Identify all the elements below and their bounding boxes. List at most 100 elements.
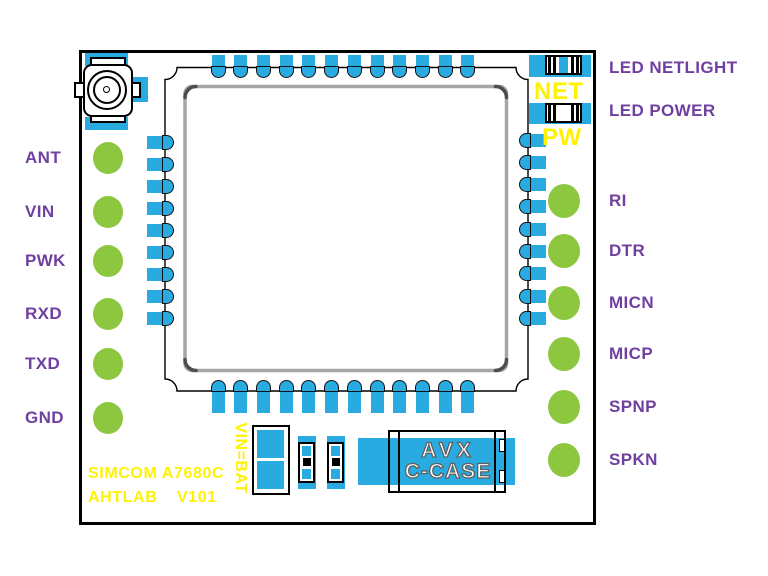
pin-label-ri: RI [609,191,627,210]
netlight-led-body [545,55,582,75]
module-pin-right-4 [529,200,546,214]
led-label-power: LED POWER [609,101,716,120]
jumper-pad-bottom [257,461,284,489]
module-pin-left-cup-6 [162,244,174,260]
through-hole-pad-ri [548,184,580,218]
antenna-center-pin [103,86,110,93]
capacitor-right-terminal-line [494,432,496,491]
module-pin-bottom-2 [234,390,248,413]
module-pin-bottom-cup-8 [369,380,385,392]
pin-label-rxd: RXD [25,304,63,323]
module-pin-top-cup-10 [414,66,430,78]
module-pin-top-cup-2 [233,66,249,78]
module-pin-bottom-1 [211,390,225,413]
jumper-pad-top [257,430,284,458]
module-pin-right-cup-2 [519,154,531,170]
module-pin-bottom-3 [256,390,270,413]
module-pin-bottom-7 [347,390,361,413]
module-pin-bottom-9 [393,390,407,413]
module-pin-top-cup-8 [369,66,385,78]
module-pin-bottom-cup-4 [278,380,294,392]
module-pin-right-3 [529,178,546,192]
capacitor-pad-strip [358,438,515,485]
through-hole-pad-gnd [93,402,123,434]
module-pin-bottom-cup-9 [392,380,408,392]
led-label-netlight: LED NETLIGHT [609,58,738,77]
module-pin-right-cup-9 [519,310,531,326]
pin-label-micn: MICN [609,293,655,312]
shield-corner-marks [183,84,509,373]
power-led-body [545,103,582,123]
module-pin-top-12 [461,55,475,69]
module-pin-right-9 [529,311,546,325]
module-pin-left-cup-1 [162,134,174,150]
module-pin-top-5 [302,55,316,69]
module-pin-left-7 [147,267,164,281]
antenna-stub-left [74,82,85,98]
module-pin-bottom-12 [461,390,475,413]
module-pin-right-cup-7 [519,266,531,282]
module-pin-top-3 [256,55,270,69]
module-pin-bottom-10 [415,390,429,413]
module-pin-right-5 [529,222,546,236]
module-pin-left-cup-2 [162,156,174,172]
module-pin-left-8 [147,289,164,303]
smd-resistor-2 [327,436,345,489]
pin-label-ant: ANT [25,148,62,167]
pw-silk-label: PW [542,124,582,151]
module-pin-bottom-6 [325,390,339,413]
through-hole-pad-rxd [93,298,123,330]
module-pin-top-cup-11 [437,66,453,78]
module-pin-right-cup-8 [519,288,531,304]
through-hole-pad-spkn [548,443,580,477]
module-pin-bottom-cup-10 [414,380,430,392]
module-pin-left-cup-3 [162,178,174,194]
module-pin-top-11 [438,55,452,69]
power-led [529,103,591,124]
module-pin-left-cup-5 [162,222,174,238]
silk-version-text: V101 [177,489,217,506]
silk-maker-text: AHTLAB [88,489,158,506]
module-pin-top-10 [415,55,429,69]
module-pin-bottom-cup-1 [210,380,226,392]
module-pin-top-1 [211,55,225,69]
smd-resistor-1 [298,436,316,489]
module-pin-left-4 [147,201,164,215]
module-pin-top-7 [347,55,361,69]
module-pin-top-cup-4 [278,66,294,78]
module-pin-top-2 [234,55,248,69]
through-hole-pad-ant [93,142,123,174]
through-hole-pad-dtr [548,234,580,268]
module-pin-right-cup-4 [519,199,531,215]
smd-resistor-2-body [327,442,344,483]
pin-label-dtr: DTR [609,241,646,260]
module-pin-bottom-11 [438,390,452,413]
pin-label-vin: VIN [25,202,55,221]
antenna-stub-right [131,82,141,98]
module-pin-right-cup-6 [519,244,531,259]
pin-label-pwk: PWK [25,251,66,270]
module-pin-left-cup-8 [162,288,174,304]
module-pin-bottom-cup-3 [255,380,271,392]
module-pin-top-cup-3 [255,66,271,78]
netlight-led [529,55,591,77]
pin-label-txd: TXD [25,354,61,373]
module-pin-bottom-cup-6 [324,380,340,392]
module-pin-top-cup-5 [301,66,317,78]
module-pin-right-7 [529,267,546,281]
module-pin-bottom-8 [370,390,384,413]
module-pin-top-cup-9 [392,66,408,78]
pin-label-gnd: GND [25,408,64,427]
module-pin-right-cup-1 [519,132,531,148]
module-pin-left-9 [147,311,164,325]
module-pin-right-2 [529,155,546,169]
avx-capacitor: AVX C-CASE [388,430,506,493]
module-pin-left-6 [147,245,164,259]
through-hole-pad-spnp [548,390,580,424]
module-pin-bottom-cup-2 [233,380,249,392]
module-pin-bottom-4 [279,390,293,413]
module-pin-left-1 [147,135,164,149]
vin-bat-jumper [252,425,290,495]
